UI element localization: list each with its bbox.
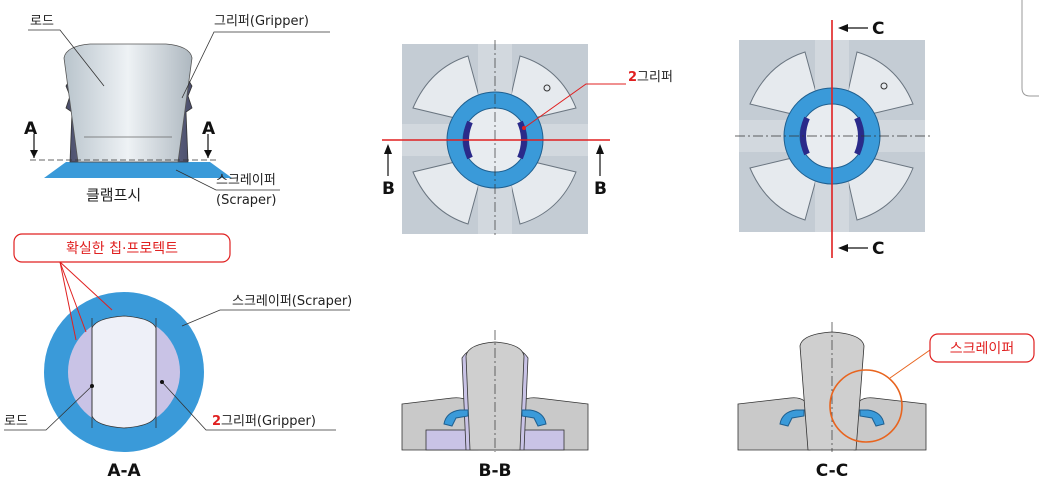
- gripper-label-aa: 2그리퍼(Gripper): [212, 414, 316, 429]
- rod-label: 로드: [30, 14, 54, 29]
- section-bb-title: B-B: [479, 461, 512, 481]
- cc-scraper-callout: [929, 333, 1035, 363]
- clamp-label: 클램프시: [86, 186, 141, 204]
- scraper-full-label: 스크레이퍼(Scraper): [232, 294, 352, 309]
- cut-b-right: B: [594, 179, 607, 199]
- rod-label-aa: 로드: [4, 414, 28, 429]
- section-aa: [4, 261, 350, 452]
- scraper-label-en: (Scraper): [216, 193, 276, 208]
- scraper-label-kr: 스크레이퍼: [216, 173, 276, 188]
- section-cc: [737, 322, 931, 452]
- perspective-view: [28, 29, 330, 191]
- section-aa-title: A-A: [107, 461, 141, 481]
- plan-view-b: [382, 40, 626, 238]
- tip-protect-label: 확실한 칩·프로텍트: [66, 241, 178, 257]
- section-cc-title: C-C: [816, 461, 848, 481]
- rod-body: [63, 43, 193, 163]
- section-bb: [401, 330, 589, 452]
- cut-a-left: A: [24, 119, 38, 139]
- side-panel-edge: [1021, 0, 1039, 97]
- cut-b-left: B: [382, 179, 395, 199]
- cut-c-top: C: [872, 19, 884, 39]
- cc-scraper-label: 스크레이퍼: [950, 341, 1014, 357]
- plan-view-c: [735, 20, 932, 258]
- tip-protect-callout: [13, 233, 231, 263]
- bb-gripper-label: 2그리퍼: [628, 70, 673, 85]
- cut-a-right: A: [202, 119, 216, 139]
- scraper-base: [44, 162, 232, 178]
- cut-c-bottom: C: [872, 239, 884, 259]
- gripper-label: 그리퍼(Gripper): [214, 14, 309, 29]
